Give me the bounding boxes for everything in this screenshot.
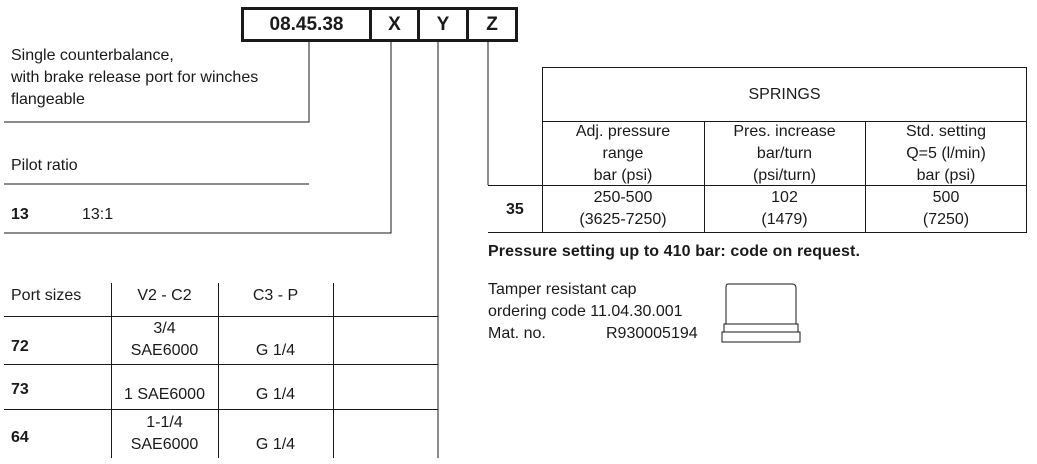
pilot-ratio-value: 13:1: [82, 206, 114, 223]
header-line: bar (psi): [916, 167, 976, 184]
value-line: (1479): [761, 211, 808, 228]
description: Single counterbalance, with brake releas…: [11, 45, 258, 111]
port-sizes-header: Port sizes: [11, 287, 82, 304]
std-setting-value: 500 (7250): [865, 187, 1027, 231]
v2-c2-value: 1-1/4 SAE6000: [111, 412, 218, 456]
header-line: bar/turn: [756, 145, 813, 162]
c3-p-value: G 1/4: [255, 386, 296, 403]
adj-pressure-value: 250-500 (3625-7250): [542, 187, 704, 231]
value-line: 500: [932, 189, 960, 206]
ordering-code-z: Z: [466, 7, 518, 42]
v2-c2-line: SAE6000: [130, 436, 199, 453]
mat-no-value: R930005194: [606, 325, 698, 342]
v2-c2-header: V2 - C2: [137, 287, 192, 304]
std-setting-header: Std. setting Q=5 (l/min) bar (psi): [865, 121, 1027, 187]
c3-p-value: G 1/4: [255, 436, 296, 453]
header-line: bar (psi): [593, 167, 653, 184]
mat-no-label: Mat. no.: [488, 325, 546, 342]
header-line: (psi/turn): [752, 167, 817, 184]
ordering-code-base: 08.45.38: [241, 7, 372, 42]
port-code: 64: [11, 429, 29, 446]
value-line: (3625-7250): [579, 211, 667, 228]
v2-c2-line: 1-1/4: [146, 414, 183, 431]
c3-p-header: C3 - P: [252, 287, 299, 304]
value-line: 250-500: [593, 189, 653, 206]
v2-c2-value: 1 SAE6000: [124, 386, 205, 403]
value-line: 102: [771, 189, 798, 206]
description-line: Single counterbalance,: [11, 47, 174, 64]
tamper-cap-icon: [721, 283, 801, 343]
spring-code: 35: [506, 201, 524, 218]
pres-increase-header: Pres. increase bar/turn (psi/turn): [704, 121, 865, 187]
c3-p-value: G 1/4: [255, 342, 296, 359]
tamper-line: Tamper resistant cap: [488, 281, 637, 298]
header-line: Pres. increase: [733, 123, 836, 140]
mat-no-row: Mat. no. R930005194: [488, 323, 698, 345]
port-code: 73: [11, 381, 29, 398]
header-line: Q=5 (l/min): [906, 145, 986, 162]
adj-pressure-header: Adj. pressure range bar (psi): [542, 121, 704, 187]
port-code: 72: [11, 338, 29, 355]
tamper-line: ordering code 11.04.30.001: [488, 303, 683, 320]
pilot-ratio-heading: Pilot ratio: [11, 157, 78, 174]
header-line: Std. setting: [905, 123, 987, 140]
pilot-ratio-code: 13: [11, 206, 29, 223]
header-line: range: [602, 145, 644, 162]
pressure-note: Pressure setting up to 410 bar: code on …: [488, 243, 861, 260]
ordering-code-y: Y: [417, 7, 469, 42]
description-line: with brake release port for winches: [11, 69, 259, 86]
v2-c2-line: SAE6000: [130, 342, 199, 359]
value-line: (7250): [922, 211, 970, 228]
v2-c2-value: 3/4 SAE6000: [111, 318, 218, 362]
pres-increase-value: 102 (1479): [704, 187, 865, 231]
tamper-cap-info: Tamper resistant cap ordering code 11.04…: [488, 279, 698, 345]
v2-c2-line: 3/4: [153, 320, 176, 337]
header-line: Adj. pressure: [575, 123, 671, 140]
springs-title: SPRINGS: [748, 86, 821, 103]
description-line: flangeable: [11, 91, 85, 108]
ordering-code-x: X: [369, 7, 420, 42]
